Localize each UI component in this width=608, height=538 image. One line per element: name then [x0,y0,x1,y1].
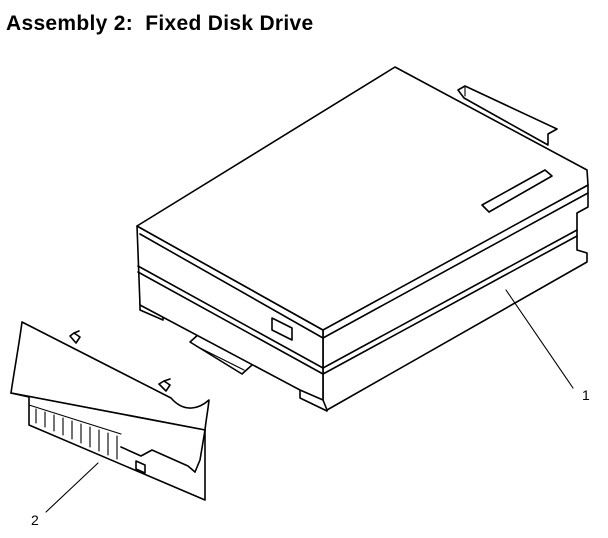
bezel-top-flange [10,321,210,431]
front-indicator-window [271,317,293,341]
callout-2-label: 2 [31,512,39,528]
bezel-bottom-notch [120,446,196,473]
bezel-tab-right [158,378,171,392]
chassis-right-face [322,184,589,411]
bezel-tab-left [69,330,81,344]
bezel-small-opening [135,460,146,474]
fixed-disk-drive [136,66,589,412]
callout-2: 2 [31,462,99,528]
callout-1: 1 [505,289,590,403]
bezel-side-fold [194,429,206,473]
top-cover [136,66,589,331]
page-title: Assembly 2: Fixed Disk Drive [6,12,314,35]
callout-1-label: 1 [582,387,590,403]
rear-connector-tab [457,85,558,146]
bezel-vent-slots [28,404,122,460]
drive-bezel [10,321,210,501]
top-label-plate [481,169,553,213]
